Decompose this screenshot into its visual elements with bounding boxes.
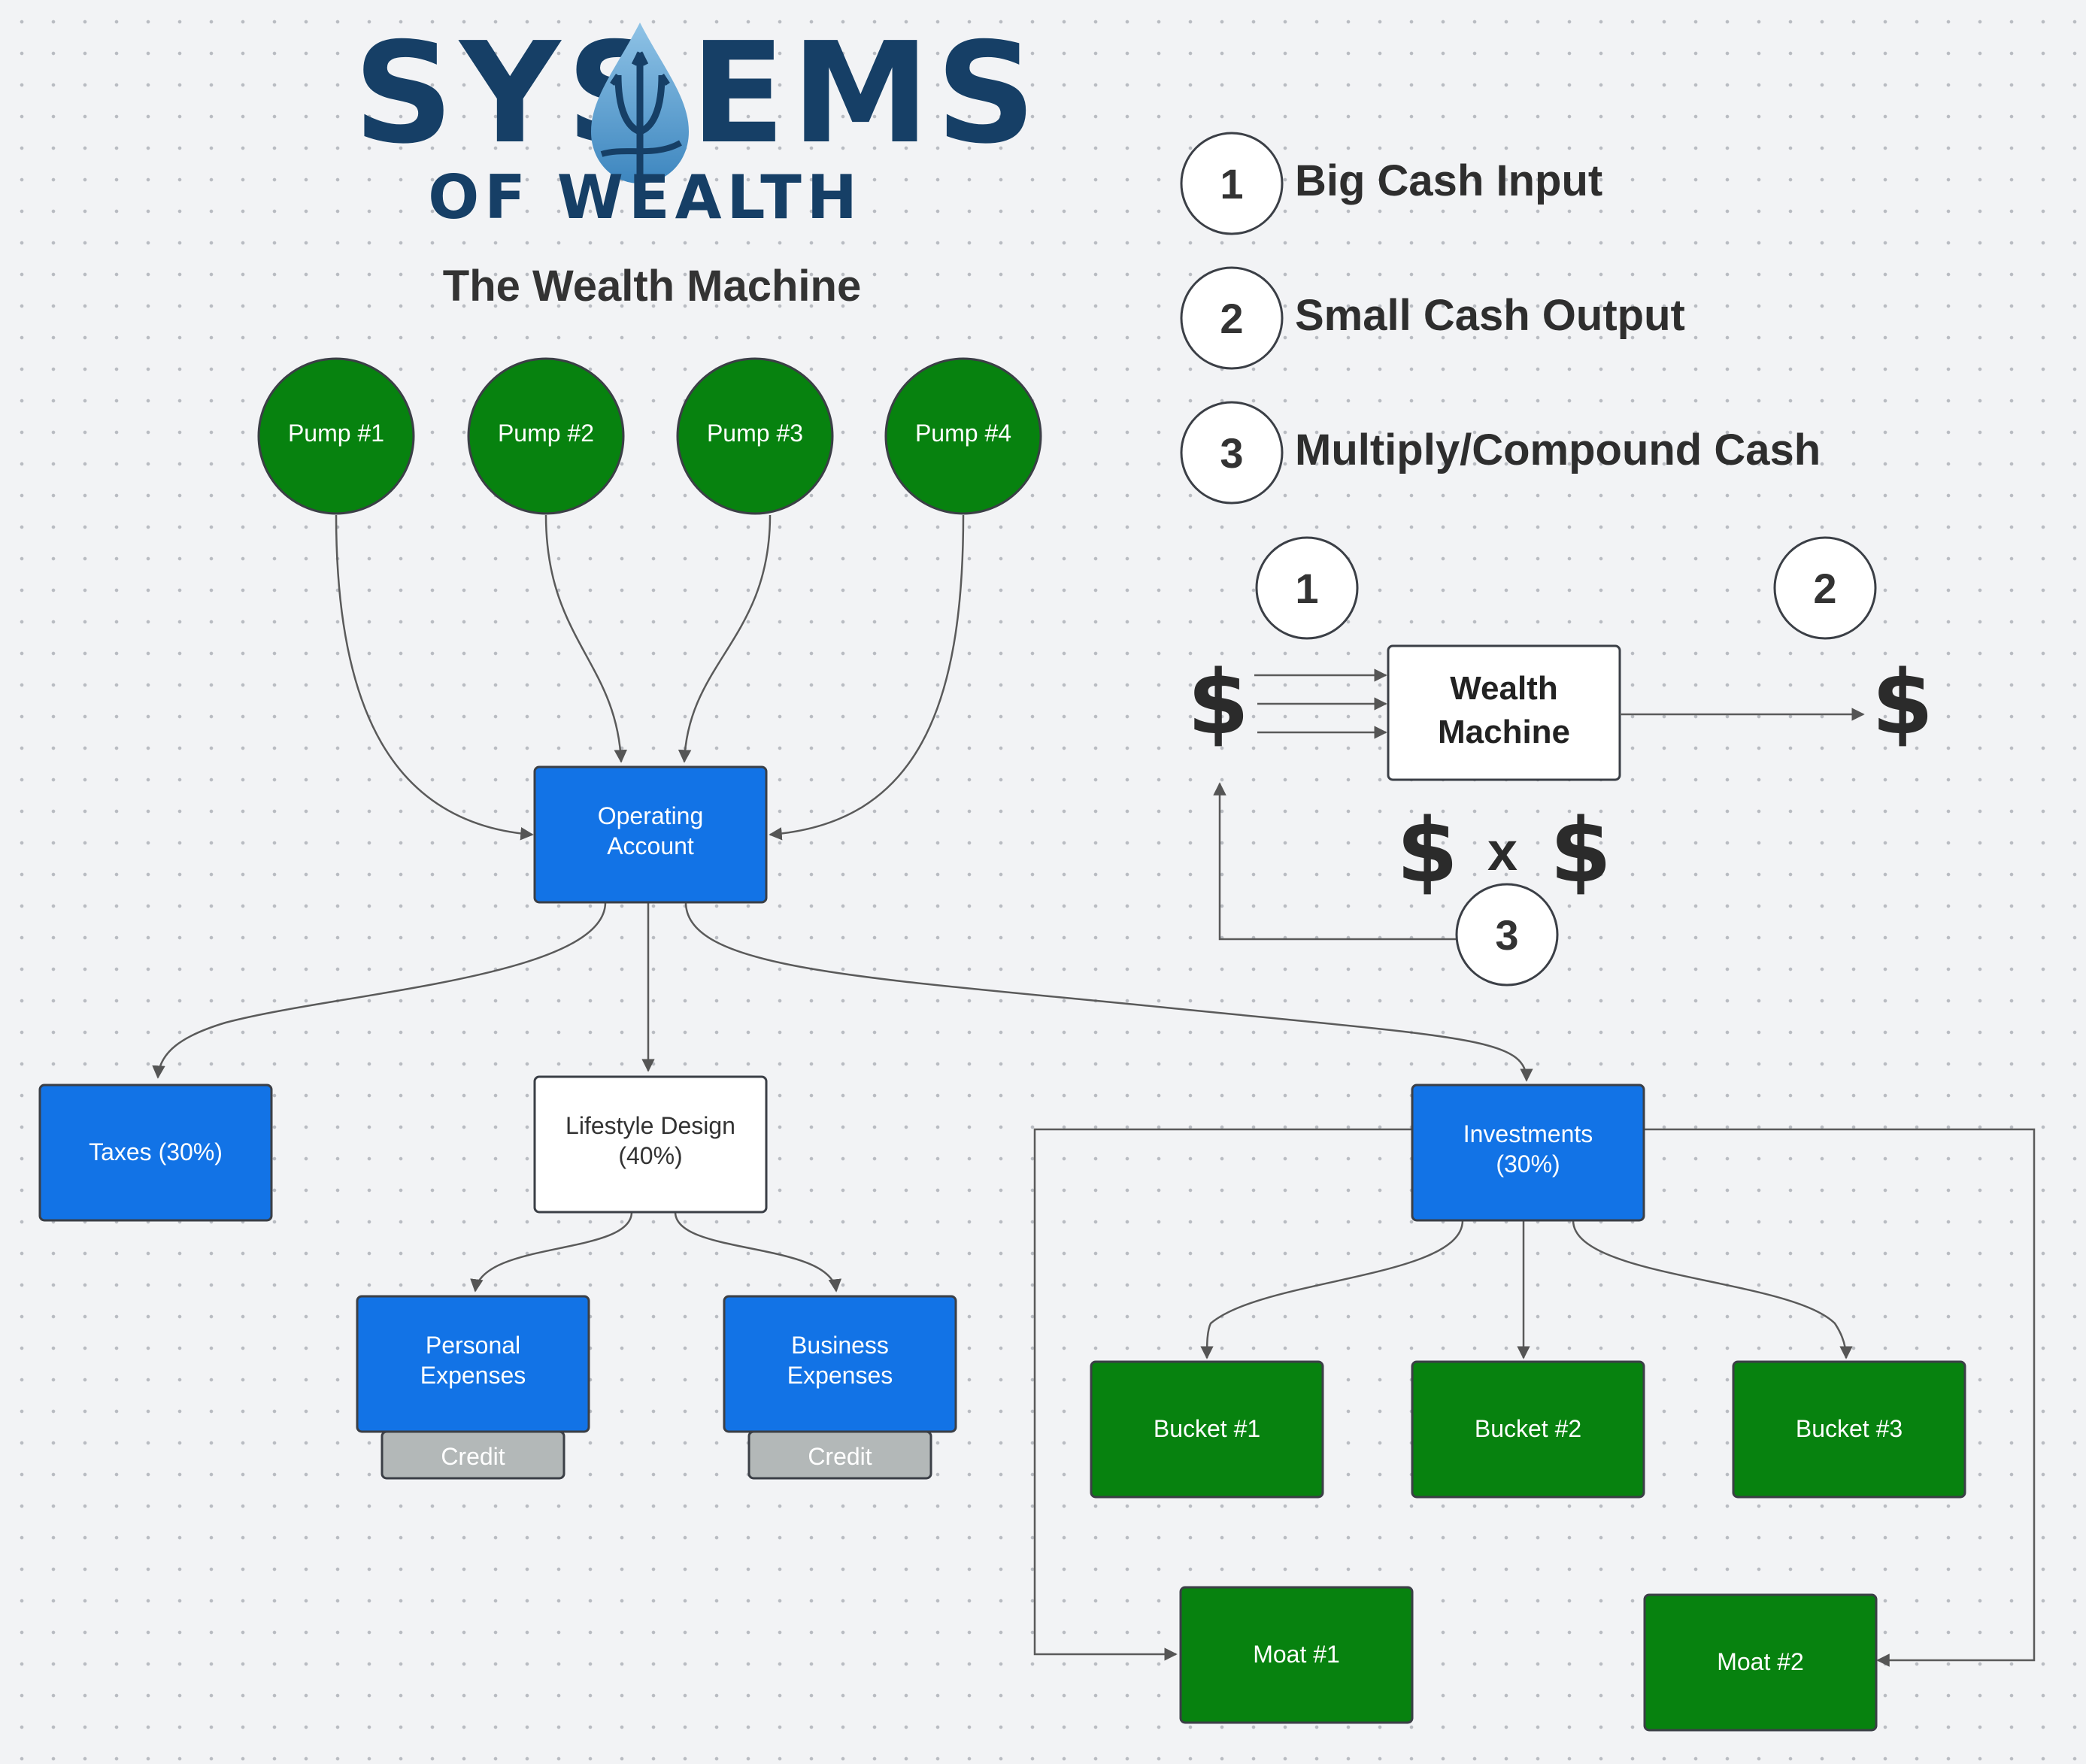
pump-label: Pump #3 [707,420,803,447]
node-label: Expenses [420,1362,526,1389]
node-label: Operating [598,802,704,829]
flow-pump2-operating [544,514,628,763]
logo: SYS EMS OF WEALTH [353,12,1042,232]
input-marker [1255,536,1359,640]
loop-marker-number: 3 [1495,911,1518,959]
bucket-label: Bucket #2 [1475,1415,1581,1442]
flow-investments-bucket3 [1572,1220,1853,1359]
legend-number: 3 [1220,429,1243,477]
pump-3: Pump #3 [676,357,834,515]
pump-4: Pump #4 [884,357,1042,515]
trident-drop-icon [591,23,689,183]
input-marker-number: 1 [1295,565,1318,612]
pump-label: Pump #4 [915,420,1011,447]
legend-marker-3 [1180,401,1284,505]
wealth-machine-label: Machine [1438,714,1570,750]
output-dollar: $ [1872,650,1933,754]
bucket-2: Bucket #2 [1411,1360,1645,1499]
flow-pump4-operating [769,514,965,841]
output-marker [1773,536,1877,640]
pump-label: Pump #2 [498,420,594,447]
moat-label: Moat #2 [1717,1648,1804,1675]
flow-pump3-operating [678,514,772,763]
logo-word-right: EMS [690,12,1042,174]
bucket-label: Bucket #1 [1154,1415,1260,1442]
flow-investments-moat1 [1033,1128,1412,1661]
operating-account-node: Operating Account [533,765,768,904]
output-marker-number: 2 [1813,565,1836,612]
input-dollar: $ [1187,650,1249,754]
node-label: Personal [426,1332,520,1359]
wealth-machine-box [1387,644,1621,781]
flow-investments-moat2 [1645,1128,2036,1667]
flow-lifestyle-personal [470,1211,633,1293]
wealth-machine-label: Wealth [1450,670,1557,707]
node-label: Expenses [787,1362,893,1389]
legend-label-input: Big Cash Input [1295,156,1602,205]
node-label: (40%) [618,1142,682,1169]
business-expenses-node: Business Expenses [723,1295,957,1433]
taxes-node: Taxes (30%) [38,1084,273,1222]
loop-marker [1455,883,1559,987]
business-credit-tag: Credit [747,1430,932,1480]
lifestyle-design-node: Lifestyle Design (40%) [533,1075,768,1214]
bucket-label: Bucket #3 [1796,1415,1903,1442]
node-label: Lifestyle Design [565,1112,735,1139]
legend-number: 2 [1220,295,1243,342]
node-label: Business [791,1332,889,1359]
node-label: Taxes (30%) [89,1138,223,1165]
multiply-dollar-right: $ [1550,799,1611,902]
flow-investments-bucket1 [1200,1220,1464,1359]
investments-node: Investments (30%) [1411,1084,1645,1222]
personal-credit-tag: Credit [381,1430,565,1480]
node-label: Investments [1463,1120,1593,1147]
moat-1: Moat #1 [1179,1586,1414,1724]
credit-label: Credit [441,1443,505,1470]
legend-marker-2 [1180,266,1284,370]
wealth-machine-diagram: 1 2 $ Wealth Machine $ $ x $ 3 [1187,536,1933,987]
node-label: (30%) [1496,1150,1560,1178]
personal-expenses-node: Personal Expenses [356,1295,590,1433]
flow-operating-taxes [152,902,607,1079]
logo-subtitle: OF WEALTH [428,162,863,232]
compound-loop-arrow [1213,782,1457,941]
bucket-1: Bucket #1 [1090,1360,1324,1499]
moat-2: Moat #2 [1643,1593,1878,1732]
pump-label: Pump #1 [288,420,384,447]
moat-label: Moat #1 [1253,1641,1340,1668]
pump-2: Pump #2 [467,357,625,515]
pump-1: Pump #1 [257,357,415,515]
legend-label-output: Small Cash Output [1295,291,1685,340]
legend-number: 1 [1220,160,1243,208]
flow-lifestyle-business [674,1211,842,1293]
node-label: Account [607,832,694,859]
multiply-dollar-left: $ [1396,799,1458,902]
flow-pump1-operating [335,514,534,841]
legend-label-compound: Multiply/Compound Cash [1295,426,1821,474]
legend-marker-1 [1180,132,1284,235]
flow-operating-investments [684,902,1533,1082]
legend: 1 Big Cash Input 2 Small Cash Output 3 M… [1180,132,1821,505]
bucket-3: Bucket #3 [1732,1360,1966,1499]
credit-label: Credit [808,1443,872,1470]
page-title: The Wealth Machine [443,262,861,311]
multiply-sign: x [1487,822,1518,882]
